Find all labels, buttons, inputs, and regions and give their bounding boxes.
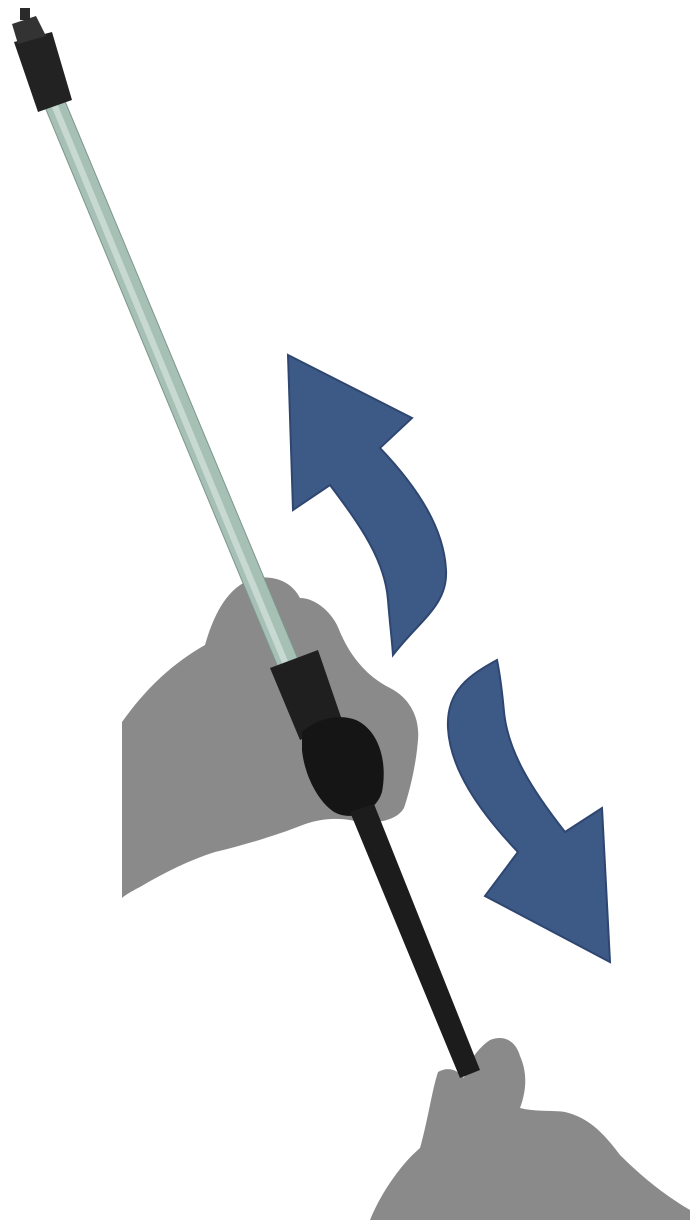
curved-arrow-down-icon bbox=[448, 660, 610, 962]
tip-cap bbox=[14, 32, 72, 112]
lower-hand-silhouette-icon bbox=[370, 1038, 690, 1220]
tip-pin bbox=[20, 8, 30, 20]
arrow-down-group bbox=[448, 660, 610, 962]
upper-tube-highlight bbox=[48, 96, 290, 668]
lower-shaft bbox=[350, 804, 480, 1078]
lower-hand bbox=[370, 1038, 690, 1220]
